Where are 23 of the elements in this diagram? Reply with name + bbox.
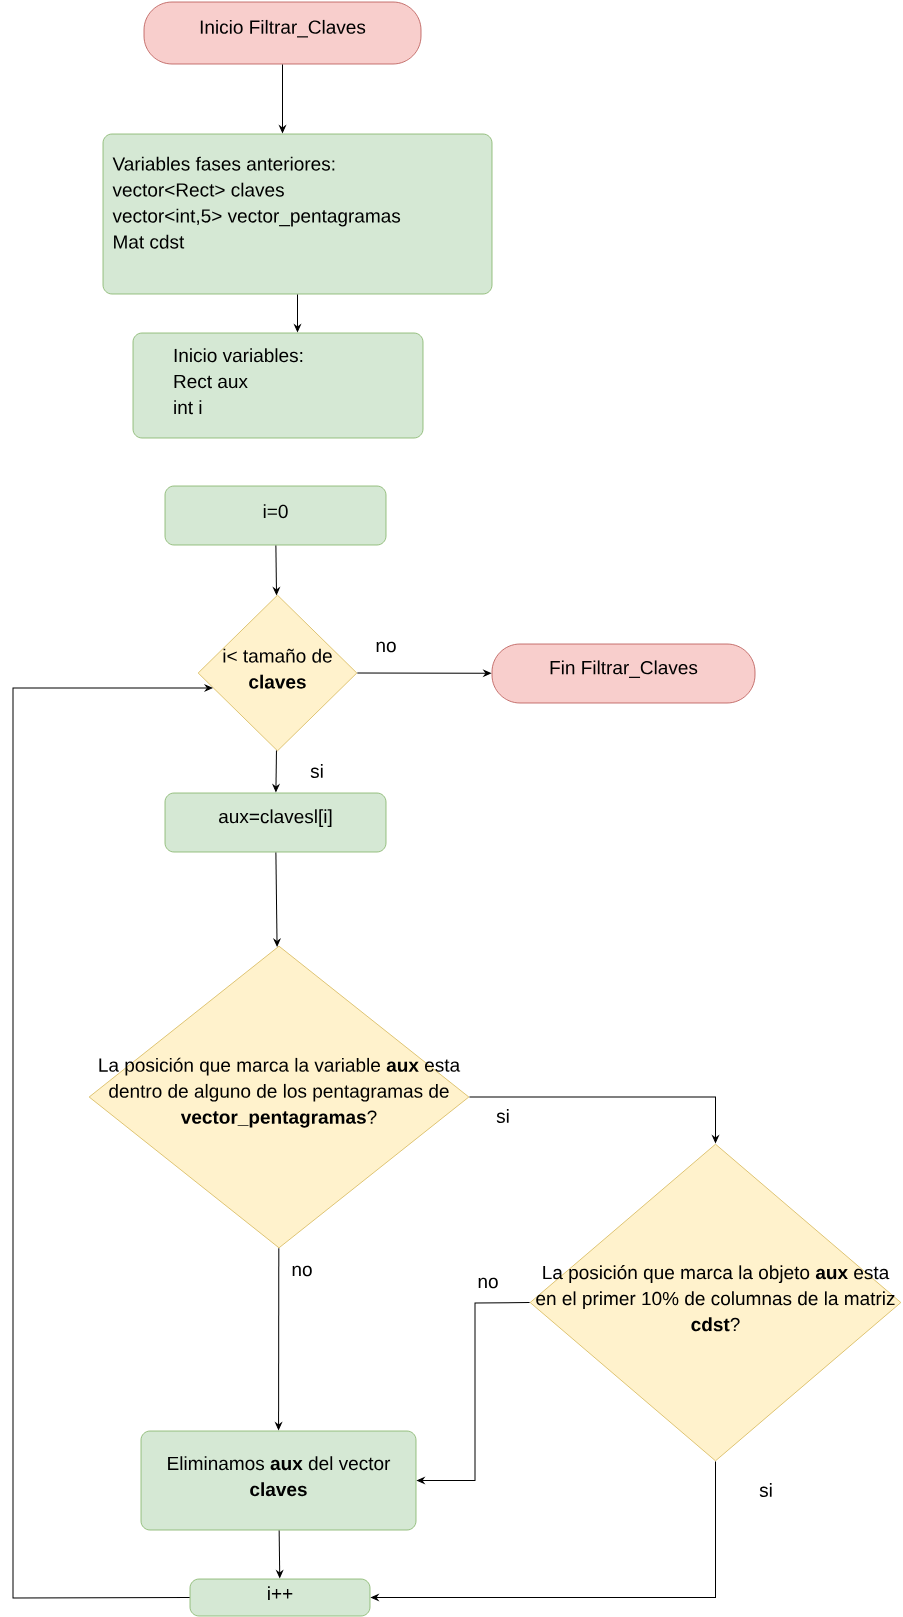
terminator-box: Fin Filtrar_Claves: [491, 643, 756, 704]
edge-label: si: [758, 1482, 774, 1498]
terminator-box: Inicio Filtrar_Claves: [143, 1, 422, 65]
arrow: [294, 293, 301, 332]
arrow: [417, 1302, 531, 1484]
arrow: [276, 1529, 283, 1578]
arrow: [371, 1460, 716, 1601]
arrow: [12, 684, 213, 1599]
process-box: Eliminamos aux del vector claves: [140, 1430, 417, 1531]
arrow: [275, 1247, 282, 1430]
process-box: aux=clavesl[i]: [164, 792, 387, 853]
process-box: i=0: [164, 485, 387, 546]
edge-label: si: [495, 1108, 511, 1124]
process-box: Variables fases anteriores: vector<Rect> claves vector<int,5> vector_pentagramas Mat cdst: [102, 133, 493, 295]
arrow: [272, 749, 280, 792]
process-box: i++: [189, 1578, 371, 1617]
arrow: [356, 670, 491, 677]
arrow: [273, 851, 281, 947]
arrow: [273, 544, 280, 595]
arrow: [279, 63, 286, 133]
arrow: [468, 1096, 719, 1143]
edge-label: si: [309, 763, 325, 779]
process-box: Inicio variables: Rect aux int i: [132, 332, 424, 439]
